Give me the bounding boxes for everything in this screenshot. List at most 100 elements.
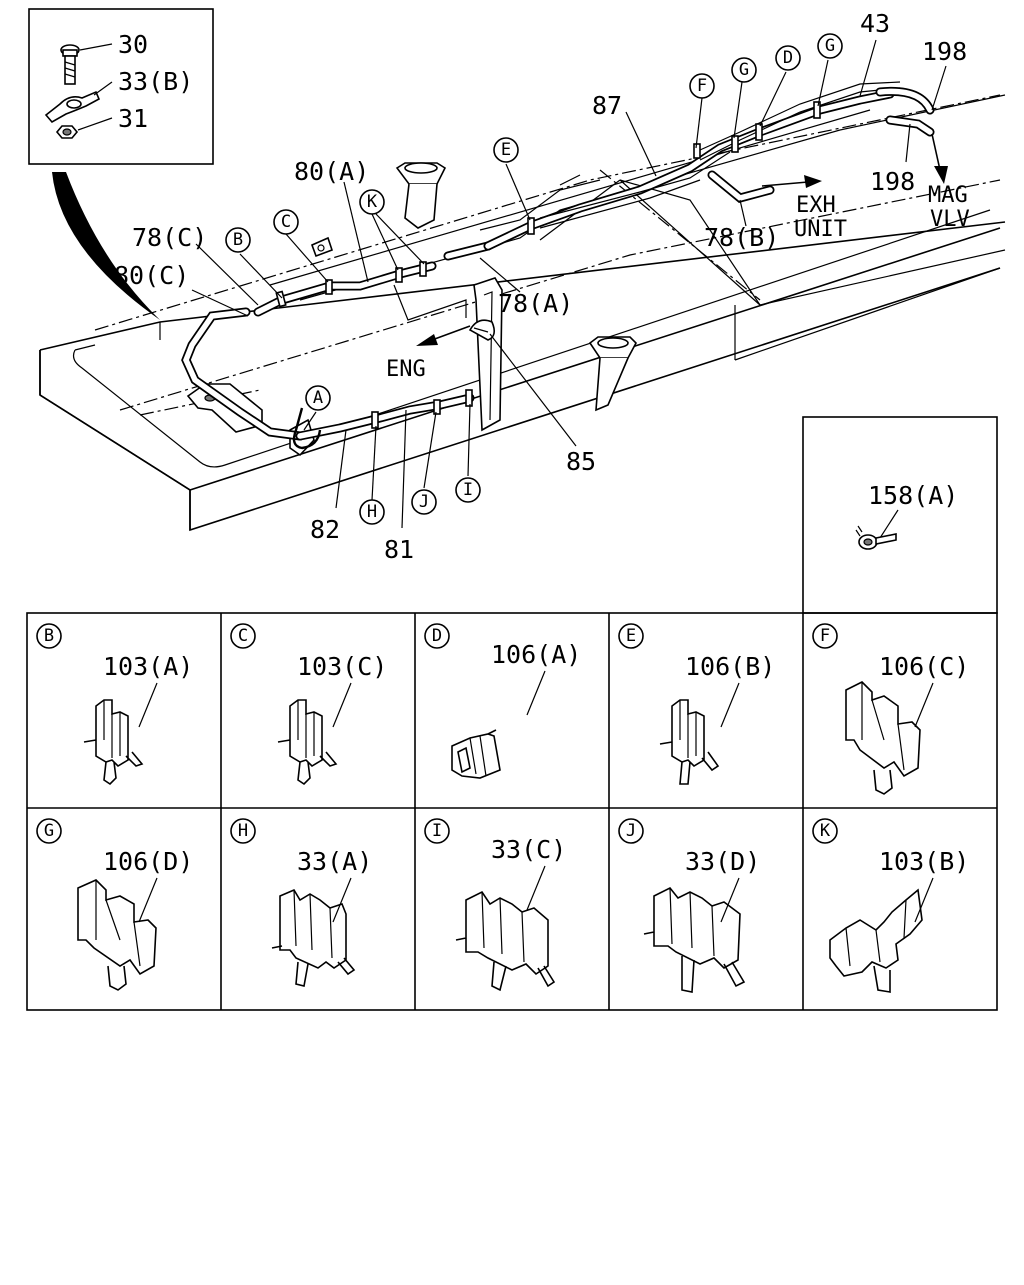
svg-text:H: H	[367, 502, 377, 522]
clip-cell-part-label: 106(D)	[103, 847, 193, 876]
label-78b: 78(B)	[704, 223, 779, 252]
svg-text:C: C	[281, 212, 291, 232]
clip-drawing-detail	[861, 682, 905, 771]
label-82: 82	[310, 515, 340, 544]
clip-cell-letter: J	[626, 821, 636, 841]
clip-drawing-detail	[103, 700, 121, 758]
marker-k: K	[359, 189, 385, 215]
clip-cell-part-label: 106(B)	[685, 652, 775, 681]
svg-text:D: D	[783, 48, 793, 68]
svg-text:I: I	[463, 480, 473, 500]
clip-drawing-detail	[679, 700, 697, 758]
label-bolt: 30	[118, 30, 148, 59]
marker-g1: G	[731, 57, 757, 83]
circled-markers: A B C K E F G D G H J I	[225, 33, 843, 525]
inset-158a: 158(A)	[802, 416, 998, 614]
svg-text:E: E	[501, 140, 511, 160]
clip-cell-letter: G	[44, 821, 54, 841]
label-198-bottom: 198	[870, 167, 915, 196]
clip-drawing-detail	[293, 889, 333, 959]
clip-leader	[526, 865, 546, 911]
label-43: 43	[860, 9, 890, 38]
clip-drawing	[271, 888, 356, 987]
inset-frame	[28, 8, 214, 165]
clip-cell-letter: F	[820, 626, 830, 646]
clip-drawing	[455, 890, 556, 992]
label-158a: 158(A)	[868, 481, 958, 510]
svg-text:G: G	[739, 60, 749, 80]
inset-158a-frame	[802, 416, 998, 614]
label-78c: 78(C)	[132, 223, 207, 252]
clip-cell-marker	[230, 818, 256, 844]
label-80c: 80(C)	[114, 261, 189, 290]
clip-cell-marker	[230, 623, 256, 649]
clip-cell-marker	[36, 623, 62, 649]
label-clip-33b: 33(B)	[118, 67, 193, 96]
clip-leader	[526, 670, 546, 716]
label-87: 87	[592, 91, 622, 120]
clip-cell-j: J33(D)	[618, 818, 760, 993]
svg-text:G: G	[825, 36, 835, 56]
clip-cell-letter: H	[238, 821, 248, 841]
leader-lines	[191, 39, 947, 529]
hose-routing	[181, 81, 935, 450]
clip-drawing-detail	[297, 700, 315, 758]
clip-cell-part-label: 103(A)	[103, 652, 193, 681]
marker-i: I	[455, 477, 481, 503]
clip-cell-letter: C	[238, 626, 248, 646]
clip-drawing	[83, 699, 144, 786]
clip-cell-part-label: 33(C)	[491, 835, 566, 864]
clip-cell-part-label: 33(A)	[297, 847, 372, 876]
clip-leader	[914, 877, 934, 923]
clip-drawing-detail	[95, 880, 141, 967]
clip-leader	[138, 877, 158, 923]
clip-leader	[332, 682, 352, 728]
hardware-inset: 30 33(B) 31	[28, 8, 214, 165]
label-81: 81	[384, 535, 414, 564]
clip-leader	[914, 682, 934, 728]
svg-text:K: K	[367, 192, 378, 212]
label-vlv: VLV	[930, 207, 970, 232]
clip-cell-marker	[424, 623, 450, 649]
clip-drawing-detail	[469, 735, 487, 777]
nut-icon	[55, 125, 79, 139]
clip-cell-marker	[812, 623, 838, 649]
clip-cell-letter: I	[432, 821, 442, 841]
clip-cell-g: G 106(D)	[36, 818, 193, 991]
clip-drawing	[659, 699, 720, 785]
clip-cell-part-label: 103(B)	[879, 847, 969, 876]
clamp-icon	[855, 525, 897, 550]
clip-cell-letter: K	[820, 821, 831, 841]
clip-cell-k: K 103(B)	[812, 818, 969, 993]
svg-text:J: J	[419, 492, 429, 512]
marker-b: B	[225, 227, 251, 253]
clip-cell-marker	[36, 818, 62, 844]
inset-pointer-arrow	[52, 172, 160, 320]
marker-e: E	[493, 137, 519, 163]
label-nut: 31	[118, 104, 148, 133]
clip-cell-h: H 33(A)	[230, 818, 372, 987]
clip-drawing	[643, 886, 746, 993]
clip-leader	[720, 682, 740, 728]
clip-grid-frame	[26, 612, 998, 1011]
svg-text:B: B	[233, 230, 243, 250]
clip-leader	[720, 877, 740, 923]
label-80a: 80(A)	[294, 157, 369, 186]
clip-cell-part-label: 106(A)	[491, 640, 581, 669]
clip-drawing-detail	[481, 891, 525, 963]
clip-cell-marker	[424, 818, 450, 844]
marker-f: F	[689, 73, 715, 99]
marker-a: A	[305, 385, 331, 411]
label-exh: EXH	[796, 193, 836, 218]
clip-drawing	[829, 888, 923, 993]
clip-leader	[332, 877, 352, 923]
label-eng: ENG	[386, 357, 426, 382]
